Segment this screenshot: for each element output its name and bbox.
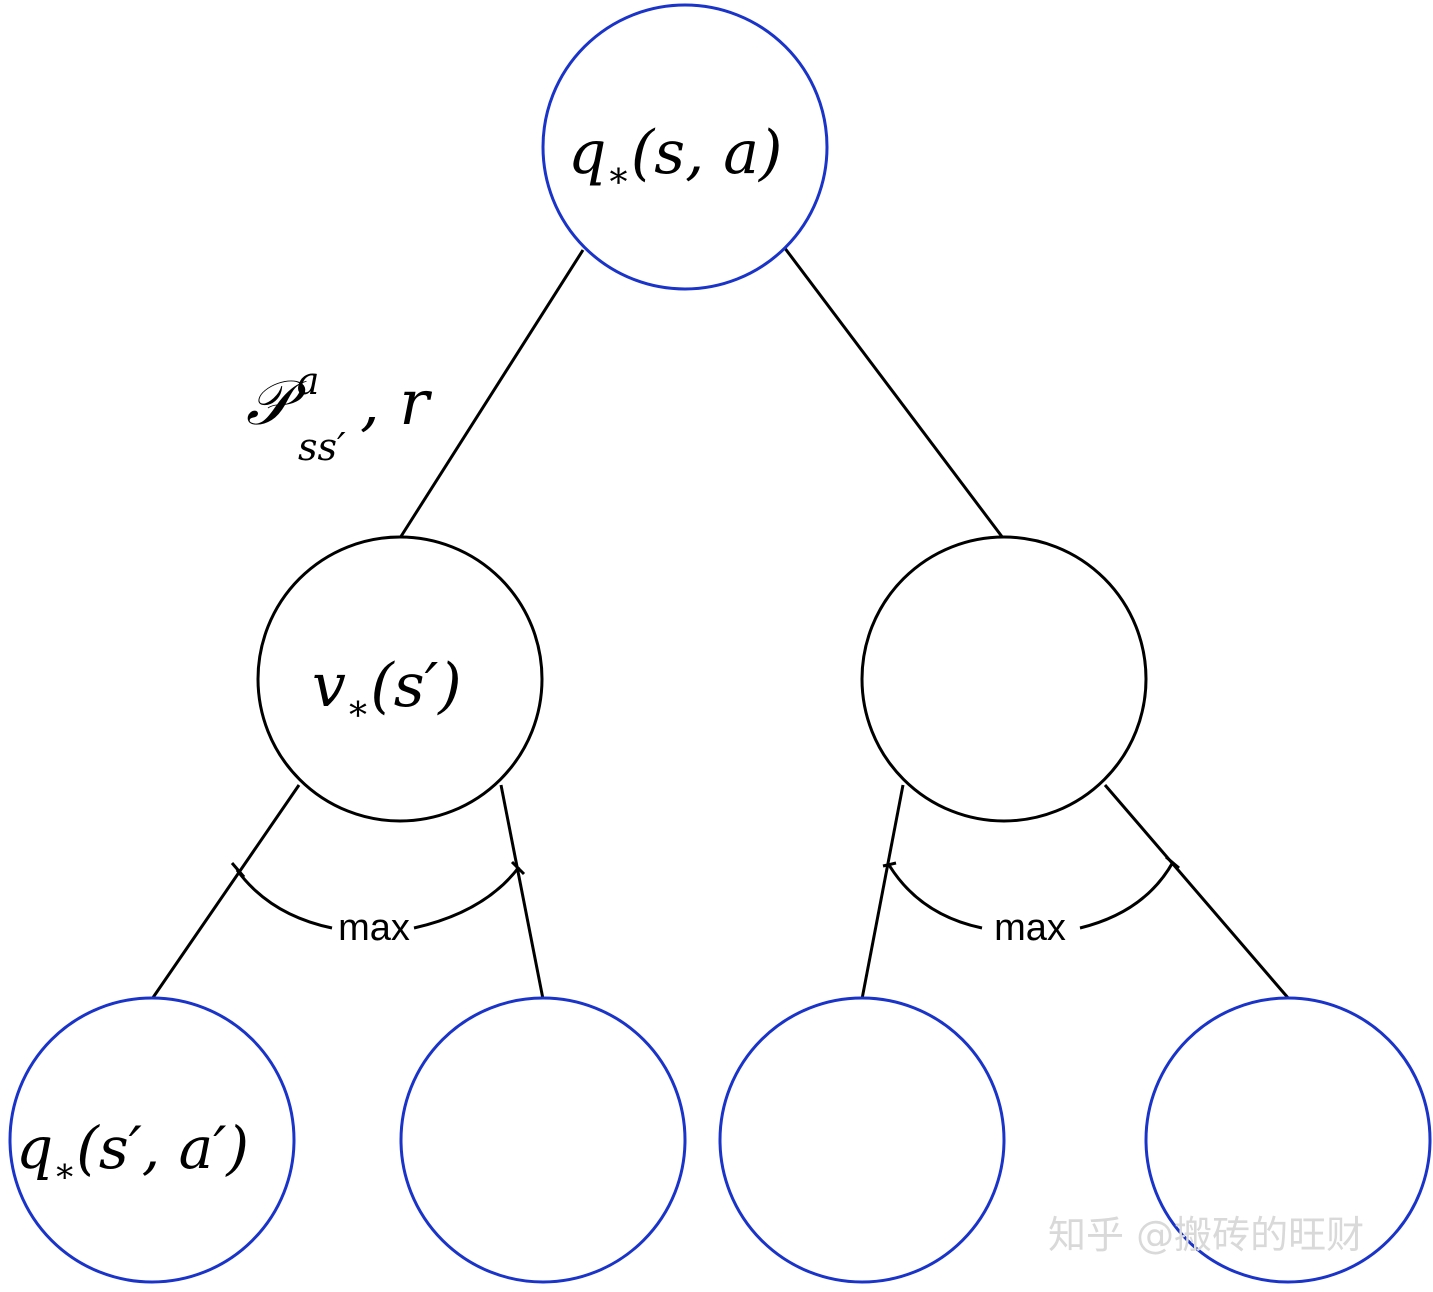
leaf-node-4 (1144, 996, 1432, 1284)
transition-label-sub: ss′ (298, 425, 346, 469)
root-label-q: q (568, 118, 606, 188)
max-label-right: max (994, 907, 1066, 949)
leaf-node-2 (399, 996, 687, 1284)
state-node-right (860, 535, 1148, 823)
max-label-left: max (338, 907, 410, 949)
max-arc-left-tick-1 (230, 862, 246, 878)
leaf-node-1 (8, 996, 296, 1284)
root-label-args: (s, a) (631, 118, 783, 188)
state-left-label-v: v (312, 651, 346, 721)
max-arc-left-tick-2 (510, 860, 526, 876)
edge-state-right-to-leaf-4 (1103, 784, 1291, 1000)
transition-label-sup: a (297, 359, 320, 403)
max-arc-right (887, 861, 1175, 930)
max-arc-right-tick-2 (1165, 855, 1180, 870)
edge-root-to-state-right (782, 246, 1005, 539)
state-left-label-star: ∗ (346, 688, 370, 729)
watermark: 知乎 @搬砖的旺财 (1048, 1213, 1364, 1257)
root-label: q∗(s, a) (568, 118, 782, 196)
root-node (541, 3, 829, 291)
state-left-label: v∗(s′) (312, 651, 462, 729)
leaf-node-3 (718, 996, 1006, 1284)
edge-state-left-to-leaf-1 (150, 784, 301, 1000)
leaf-1-label-q: q (16, 1114, 53, 1182)
root-label-star: ∗ (606, 155, 630, 196)
max-arc-left (235, 866, 521, 930)
state-left-label-args: (s′) (370, 651, 461, 721)
state-node-left (256, 535, 544, 823)
edge-state-left-to-leaf-2 (499, 784, 545, 1000)
transition-label-rest: , r (360, 366, 432, 439)
max-arc-right-tick-1 (882, 861, 897, 868)
edge-state-right-to-leaf-3 (860, 784, 905, 1000)
leaf-1-label-args: (s′, a′) (76, 1114, 249, 1182)
leaf-1-label-star: ∗ (53, 1151, 76, 1191)
leaf-1-label: q∗(s′, a′) (16, 1114, 249, 1191)
edge-root-to-state-left (398, 249, 585, 539)
